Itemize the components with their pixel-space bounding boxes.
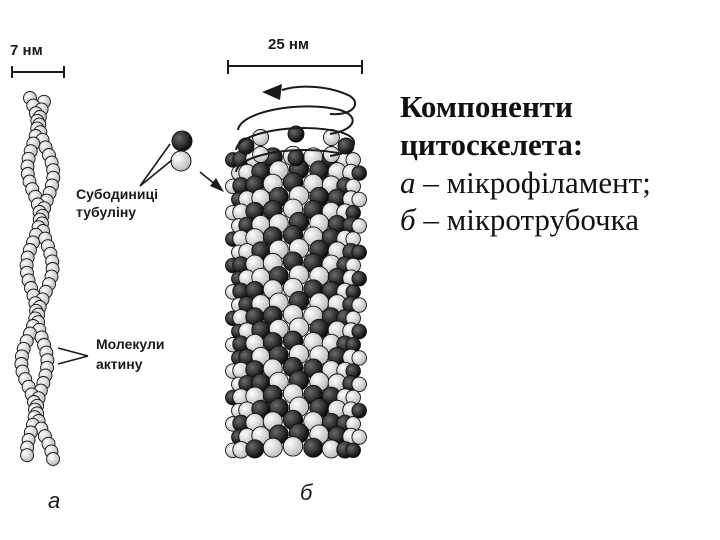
slide-title: Компоненти цитоскелета: а – мікрофіламен… [400, 88, 716, 239]
pointer-lines [57, 143, 224, 365]
figure-letter-a: а [48, 488, 61, 513]
microfilament-actin-chain [14, 91, 61, 466]
figure-letter-b: б [300, 480, 313, 505]
scale-bar-a [11, 66, 65, 78]
tubulin-subunit [351, 350, 367, 366]
tubulin-subunit [351, 244, 367, 261]
caption-letter-b: б [400, 202, 416, 238]
tubulin-subunit [351, 165, 367, 181]
tubulin-subunit [351, 218, 367, 234]
tubulin-subunit [351, 402, 367, 419]
label-actin-line2: актину [96, 356, 143, 372]
caption-item-a: а – мікрофіламент; [400, 164, 716, 202]
tubulin-subunit [351, 429, 367, 445]
caption-item-b: б – мікротрубочка [400, 201, 716, 239]
label-tubulin-line2: тубуліну [76, 204, 137, 220]
caption-text-a: – мікрофіламент; [415, 164, 651, 200]
scale-label-b: 25 нм [268, 36, 310, 53]
tubulin-subunit [351, 323, 367, 340]
title-line1: Компоненти [400, 89, 573, 124]
tubulin-subunit-pair [170, 130, 193, 172]
scale-bar-b [227, 60, 363, 74]
tubulin-subunit [351, 376, 367, 393]
tubulin-subunit [287, 149, 305, 167]
scale-label-a: 7 нм [10, 42, 43, 59]
tubulin-subunit [303, 437, 324, 458]
tubulin-subunit [282, 436, 304, 457]
label-tubulin-line1: Субодиниці [76, 186, 158, 202]
tubulin-subunit [351, 191, 367, 208]
tubulin-subunit [237, 137, 255, 155]
actin-monomer [46, 452, 61, 466]
tubulin-subunit [351, 270, 367, 287]
caption-text-b: – мікротрубочка [415, 202, 639, 238]
tubulin-subunit [245, 439, 265, 459]
tubulin-subunit [351, 297, 367, 313]
tubulin-subunit [262, 437, 283, 458]
helix-arrow [235, 84, 357, 173]
caption-letter-a: а [400, 164, 416, 200]
actin-monomer [20, 448, 35, 463]
tubulin-subunit [287, 125, 305, 143]
microtubule-cylinder [225, 125, 367, 459]
label-actin-line1: Молекули [96, 336, 165, 352]
tubulin-subunit [345, 442, 361, 459]
title-line2: цитоскелета: [400, 126, 584, 162]
